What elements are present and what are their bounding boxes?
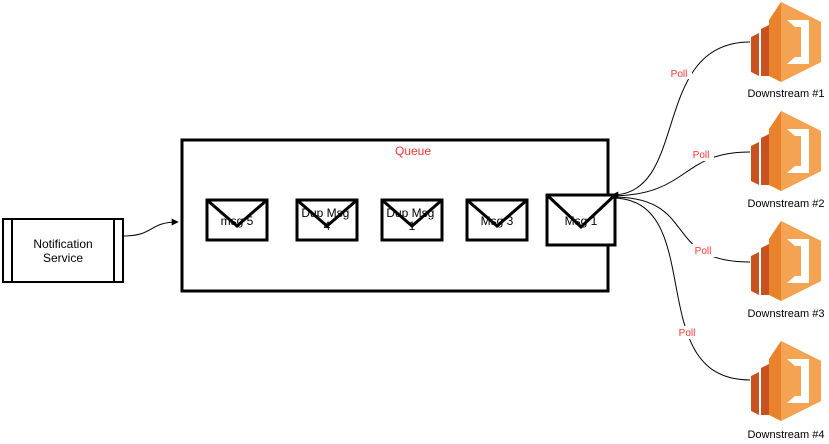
message-label-line: 4 — [324, 219, 331, 233]
downstream-label: Downstream #1 — [747, 88, 825, 100]
lambda-icon — [751, 221, 821, 301]
message-label: Msg 3 — [481, 214, 514, 228]
poll-edge — [611, 196, 751, 263]
message-label-line: 1 — [409, 219, 416, 233]
downstream-label: Downstream #3 — [747, 308, 825, 320]
message-label: Dup Msg 1 — [386, 206, 437, 233]
downstream-label: Downstream #2 — [747, 198, 825, 210]
poll-edge — [611, 41, 751, 199]
message-label-line: Dup Msg — [386, 206, 434, 220]
message-envelope — [295, 198, 359, 242]
poll-label: Poll — [695, 246, 712, 257]
downstream-label: Downstream #4 — [747, 429, 825, 441]
message-envelope — [205, 198, 269, 242]
message-envelope — [545, 193, 617, 247]
message-envelope — [380, 198, 444, 242]
poll-edge — [611, 151, 751, 197]
lambda-icon — [751, 111, 821, 191]
poll-label: Poll — [693, 150, 710, 161]
lambda-icon — [751, 341, 821, 421]
edge-service-to-queue — [122, 218, 179, 237]
message-label: Msg 1 — [565, 214, 598, 228]
poll-label: Poll — [671, 69, 688, 80]
lambda-icon — [751, 2, 821, 82]
message-label: msg 5 — [221, 214, 254, 228]
notification-service-node — [2, 218, 124, 283]
poll-label: Poll — [679, 328, 696, 339]
message-envelope — [465, 198, 529, 242]
message-label: Dup Msg 4 — [301, 206, 352, 233]
message-label-line: Dup Msg — [301, 206, 349, 220]
poll-edge — [611, 197, 751, 381]
notification-service-label: Notification Service — [33, 237, 93, 265]
queue-label: Queue — [395, 144, 431, 158]
